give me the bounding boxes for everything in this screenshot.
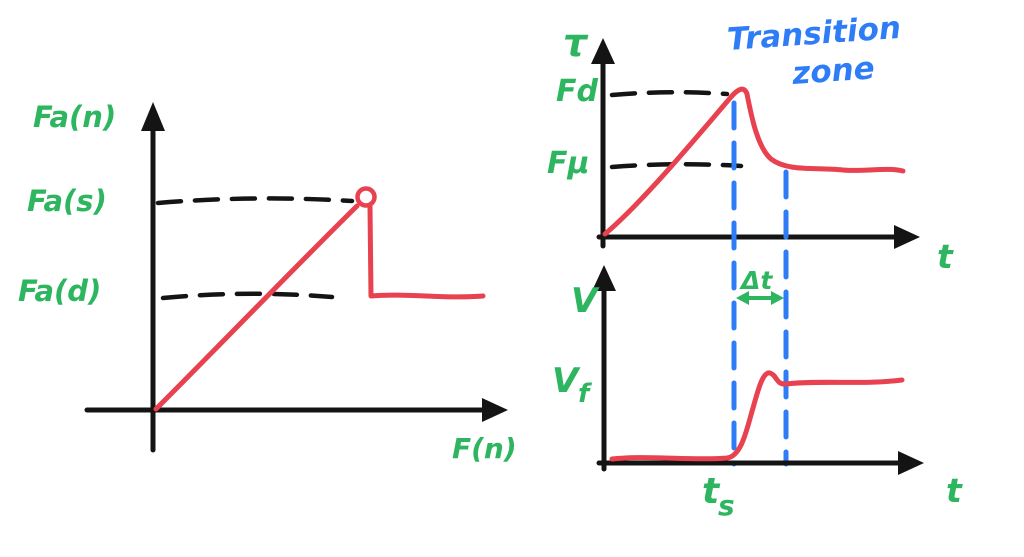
force-time-chart: τ Fd Fμ Transition zone Δt t xyxy=(547,10,954,467)
x-axis-label: F(n) xyxy=(452,432,517,465)
friction-force-chart: Fa(n) Fa(s) Fa(d) F(n) xyxy=(18,100,517,465)
force-curve xyxy=(602,86,906,237)
x-axis-arrow-icon xyxy=(898,451,924,475)
steady-level-dashed-line xyxy=(609,161,744,170)
x-axis-label: t xyxy=(937,237,954,276)
x-axis-arrow-icon xyxy=(482,398,508,422)
velocity-curve xyxy=(609,370,905,462)
slip-time-subscript: s xyxy=(718,489,735,522)
y-axis-label: V xyxy=(571,281,600,321)
dynamic-friction-label: Fa(d) xyxy=(18,274,101,308)
transition-zone-label-line1: Transition xyxy=(726,10,902,58)
peak-level-dashed-line xyxy=(609,89,730,98)
dynamic-level-dashed-line xyxy=(160,291,335,301)
final-velocity-label: V xyxy=(552,361,581,401)
y-axis-arrow-icon xyxy=(591,38,615,64)
final-velocity-subscript: f xyxy=(578,379,593,409)
y-axis-arrow-icon xyxy=(141,102,165,131)
transition-zone-label-line2: zone xyxy=(790,50,876,92)
x-axis-label: t xyxy=(946,471,963,510)
x-axis-arrow-icon xyxy=(894,225,920,249)
curve-peak-loop xyxy=(355,186,377,208)
friction-curve-drop-flat xyxy=(367,203,486,300)
delta-t-arrow-left-icon xyxy=(736,291,749,305)
static-friction-label: Fa(s) xyxy=(27,184,107,218)
delta-t-arrow-right-icon xyxy=(771,291,784,305)
y-axis-label: Fa(n) xyxy=(33,100,116,134)
peak-force-label: Fd xyxy=(556,74,598,109)
slip-time-label: t xyxy=(702,471,721,512)
steady-force-label: Fμ xyxy=(547,146,590,181)
friction-curve-rising xyxy=(153,203,360,412)
velocity-time-chart: V V f t s t xyxy=(552,265,963,522)
static-level-dashed-line xyxy=(155,196,355,206)
y-axis-arrow-icon xyxy=(592,265,616,291)
y-axis-label: τ xyxy=(563,21,589,65)
delta-t-label: Δt xyxy=(739,266,773,295)
